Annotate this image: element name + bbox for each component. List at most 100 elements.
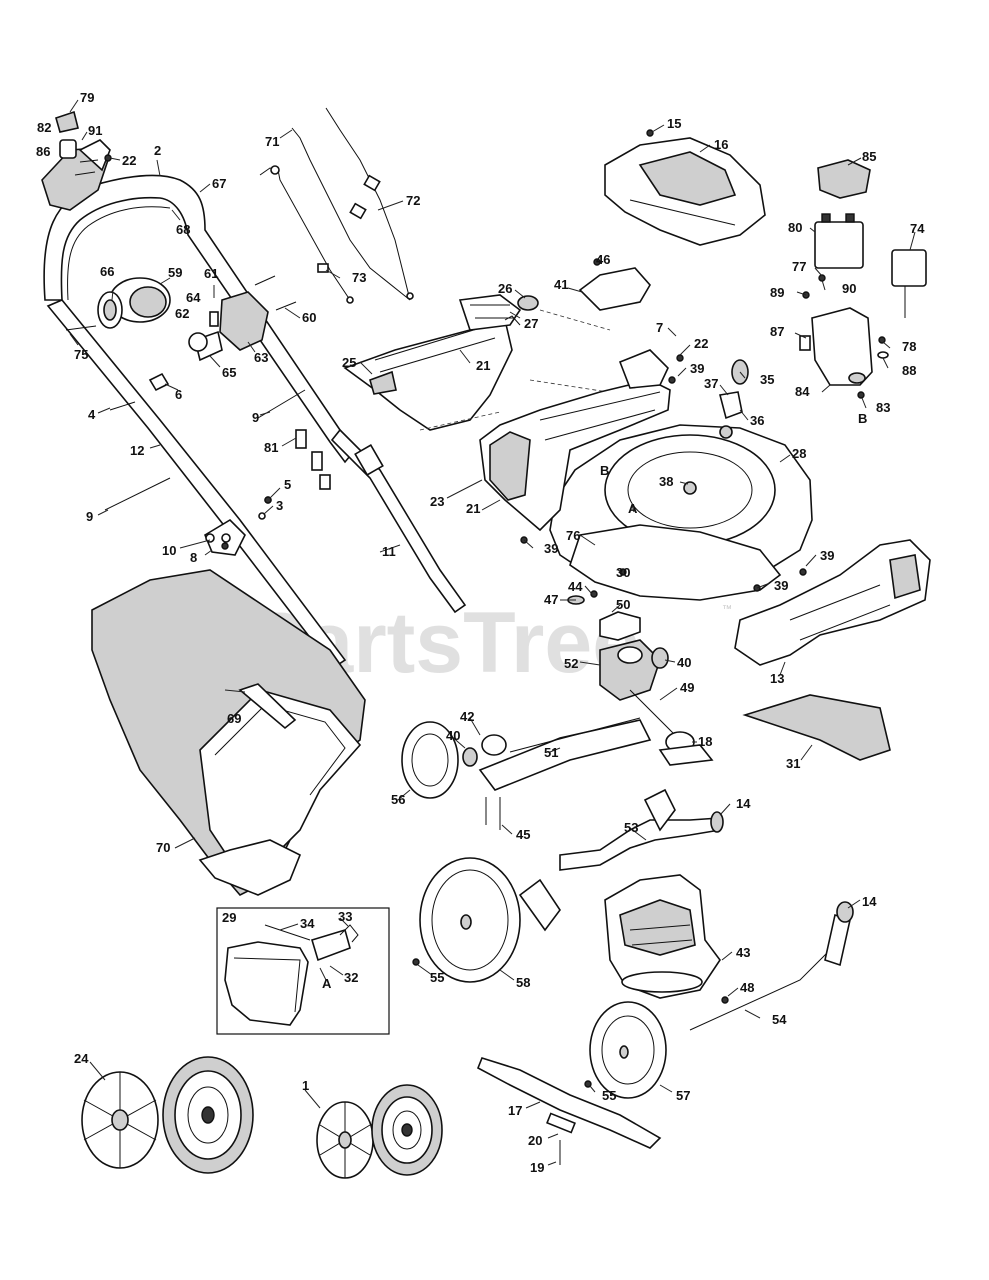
callout-18: 18 (698, 734, 712, 749)
inset-box (216, 907, 390, 1035)
grass-bag (91, 569, 366, 896)
callout-69: 69 (227, 711, 241, 726)
callout-21b: 21 (466, 501, 480, 516)
callout-8: 8 (190, 550, 197, 565)
callout-38: 38 (659, 474, 673, 489)
battery-components (799, 159, 927, 399)
callout-67: 67 (212, 176, 226, 191)
callout-30: 30 (616, 565, 630, 580)
motor-cover (578, 137, 766, 311)
callout-40b: 40 (446, 728, 460, 743)
callout-88: 88 (902, 363, 916, 378)
callout-7: 7 (656, 320, 663, 335)
callout-83: 83 (876, 400, 890, 415)
callout-89: 89 (770, 285, 784, 300)
callout-63: 63 (254, 350, 268, 365)
callout-72: 72 (406, 193, 420, 208)
callout-B: B (858, 411, 867, 426)
callout-55: 55 (430, 970, 444, 985)
callout-21: 21 (476, 358, 490, 373)
callout-90: 90 (842, 281, 856, 296)
callout-81: 81 (264, 440, 278, 455)
blade (476, 1057, 662, 1165)
callout-79: 79 (80, 90, 94, 105)
callout-32: 32 (344, 970, 358, 985)
callout-B2: B (600, 463, 609, 478)
callout-58: 58 (516, 975, 530, 990)
callout-5: 5 (284, 477, 291, 492)
callout-31: 31 (786, 756, 800, 771)
callout-85: 85 (862, 149, 876, 164)
callout-68: 68 (176, 222, 190, 237)
leader-lines (69, 99, 916, 1166)
callout-40: 40 (677, 655, 691, 670)
front-wheel (589, 1001, 667, 1099)
callout-2: 2 (154, 143, 161, 158)
cables (259, 107, 414, 304)
callout-86: 86 (36, 144, 50, 159)
callout-64: 64 (186, 290, 201, 305)
front-wheel-tread (371, 1084, 443, 1176)
callout-44: 44 (568, 579, 583, 594)
lower-handle-right (330, 428, 467, 614)
callout-76: 76 (566, 528, 580, 543)
callout-15: 15 (667, 116, 681, 131)
callout-11: 11 (382, 544, 396, 559)
callout-19: 19 (530, 1160, 544, 1175)
callout-13: 13 (770, 671, 784, 686)
rear-wheel-tread (162, 1056, 254, 1174)
callout-77: 77 (792, 259, 806, 274)
callout-75: 75 (74, 347, 88, 362)
rear-door (343, 294, 539, 431)
callout-66: 66 (100, 264, 114, 279)
callout-53: 53 (624, 820, 638, 835)
switch-box (188, 291, 269, 362)
callout-42: 42 (460, 709, 474, 724)
callout-39: 39 (690, 361, 704, 376)
callout-4: 4 (88, 407, 96, 422)
watermark-trademark: ™ (722, 604, 732, 615)
callout-49: 49 (680, 680, 694, 695)
callout-14b: 14 (862, 894, 877, 909)
callout-33: 33 (338, 909, 352, 924)
callout-73: 73 (352, 270, 366, 285)
wheel-cap-small (316, 1101, 374, 1179)
callout-22b: 22 (694, 336, 708, 351)
callout-80: 80 (788, 220, 802, 235)
callout-50: 50 (616, 597, 630, 612)
callout-24: 24 (74, 1051, 89, 1066)
mower-deck (549, 359, 813, 601)
callout-46: 46 (596, 252, 610, 267)
callout-39c: 39 (820, 548, 834, 563)
callout-74: 74 (910, 221, 925, 236)
callout-56: 56 (391, 792, 405, 807)
dashed-guides (419, 309, 661, 431)
callout-26: 26 (498, 281, 512, 296)
callout-3: 3 (276, 498, 283, 513)
rear-wheel-large (419, 857, 561, 983)
callout-A2: A (322, 976, 332, 991)
callout-6: 6 (175, 387, 182, 402)
motor (97, 277, 171, 329)
callout-36: 36 (750, 413, 764, 428)
callout-10: 10 (162, 543, 176, 558)
callout-45: 45 (516, 827, 530, 842)
callout-70: 70 (156, 840, 170, 855)
callout-60: 60 (302, 310, 316, 325)
callout-39d: 39 (774, 578, 788, 593)
callout-9b: 9 (86, 509, 93, 524)
blade-adapter-housing (604, 874, 721, 999)
callout-71: 71 (265, 134, 279, 149)
callout-1: 1 (302, 1078, 309, 1093)
callout-78: 78 (902, 339, 916, 354)
callout-22: 22 (122, 153, 136, 168)
wheel-cap-large (81, 1071, 159, 1169)
callout-52: 52 (564, 656, 578, 671)
callout-14: 14 (736, 796, 751, 811)
discharge-chute (734, 539, 931, 666)
callout-9: 9 (252, 410, 259, 425)
callout-23: 23 (430, 494, 444, 509)
callout-48: 48 (740, 980, 754, 995)
callout-39b: 39 (544, 541, 558, 556)
